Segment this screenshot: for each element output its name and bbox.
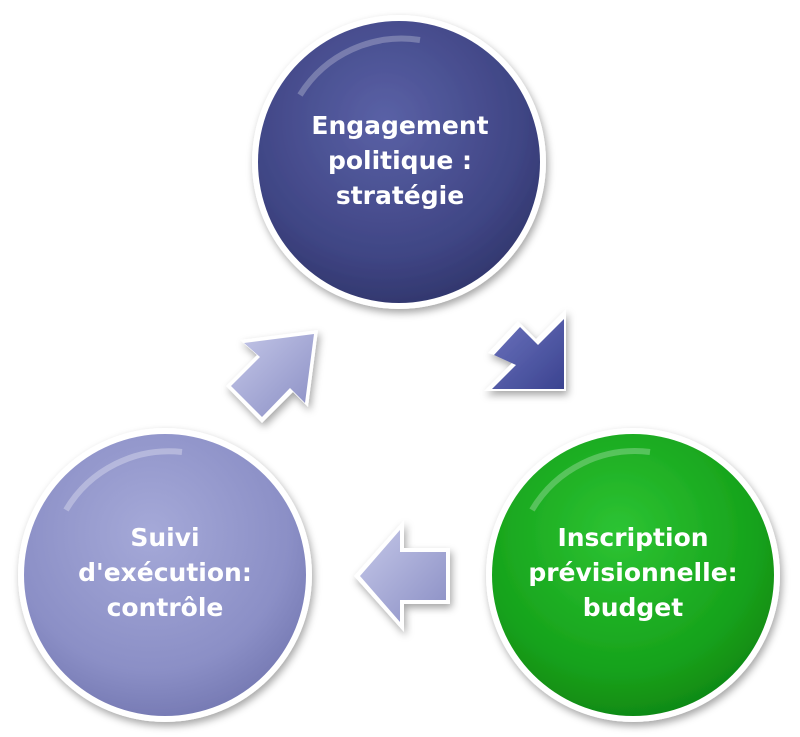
node-budget	[486, 428, 780, 722]
node-strategy	[252, 15, 546, 309]
budget-line-3: budget	[582, 593, 684, 622]
node-label-control: Suivi d'exécution: contrôle	[15, 520, 315, 625]
budget-line-2: prévisionnelle:	[528, 558, 738, 587]
arrow-budget-to-control	[354, 520, 450, 632]
control-line-2: d'exécution:	[78, 558, 252, 587]
control-line-3: contrôle	[106, 593, 224, 622]
budget-line-1: Inscription	[557, 523, 709, 552]
node-control	[18, 428, 312, 722]
strategy-line-3: stratégie	[335, 181, 465, 210]
node-label-strategy: Engagement politique : stratégie	[250, 108, 550, 213]
control-line-1: Suivi	[130, 523, 200, 552]
arrow-control-to-strategy	[226, 330, 318, 423]
strategy-line-2: politique :	[327, 146, 473, 175]
strategy-line-1: Engagement	[311, 111, 489, 140]
node-label-budget: Inscription prévisionnelle: budget	[483, 520, 783, 625]
arrow-strategy-to-budget	[484, 309, 566, 391]
